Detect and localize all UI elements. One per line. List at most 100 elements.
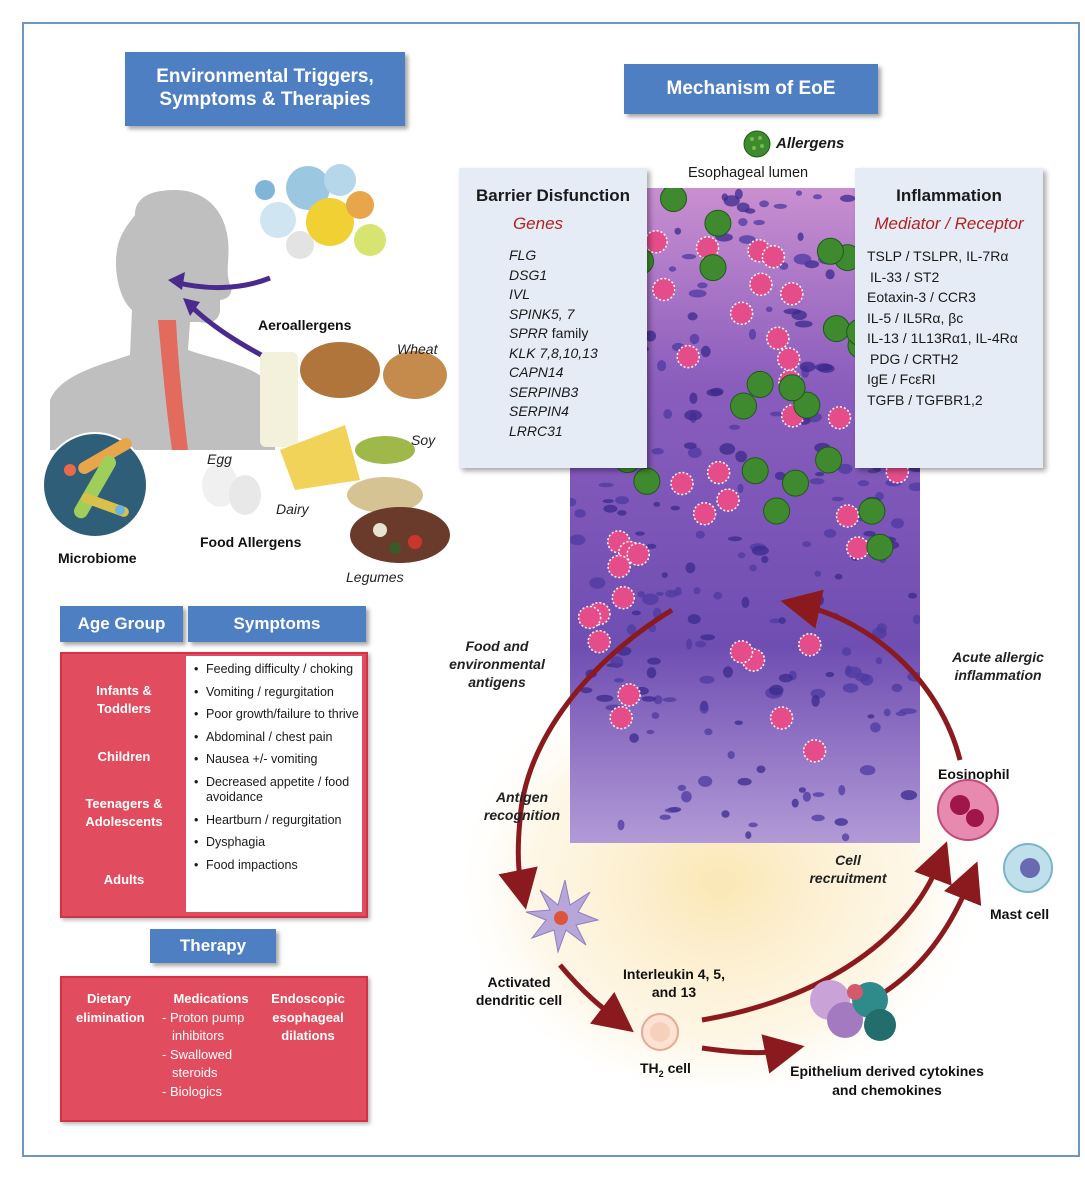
gene-list: FLG DSG1 IVL SPINK5, 7 SPRR family KLK 7… bbox=[459, 246, 647, 441]
aeroallergen-arrow bbox=[174, 275, 271, 291]
inflammation-subtitle: Mediator / Receptor bbox=[874, 214, 1024, 233]
tissue-eosinophil bbox=[780, 282, 804, 306]
tissue-nucleus bbox=[687, 614, 701, 625]
tissue-nucleus bbox=[795, 190, 803, 196]
tissue-nucleus bbox=[734, 188, 743, 200]
mediator-item: IgE / FcεRI bbox=[867, 371, 936, 387]
tissue-nucleus bbox=[603, 504, 618, 513]
tissue-nucleus bbox=[681, 791, 692, 803]
tissue-nucleus bbox=[863, 530, 876, 537]
tissue-nucleus bbox=[875, 657, 883, 665]
tissue-nucleus bbox=[841, 833, 850, 842]
tissue-nucleus bbox=[737, 483, 744, 493]
inflammation-panel: Inflammation Mediator / Receptor TSLP / … bbox=[855, 168, 1043, 468]
tissue-nucleus bbox=[637, 591, 645, 598]
medications-list: - Proton pump inhibitors - Swallowed ste… bbox=[162, 1009, 260, 1102]
legumes-label: Legumes bbox=[346, 569, 404, 585]
symptom-item: Food impactions bbox=[194, 858, 362, 874]
tissue-nucleus bbox=[665, 589, 678, 598]
dendritic-cell-graphic bbox=[525, 879, 600, 954]
tissue-nucleus bbox=[841, 647, 852, 656]
eosinophil-to-tissue-arrow bbox=[780, 589, 963, 761]
tissue-nucleus bbox=[838, 785, 846, 796]
tissue-nucleus bbox=[699, 702, 709, 714]
tissue-nucleus bbox=[574, 509, 586, 518]
wheat-label: Wheat bbox=[397, 341, 438, 357]
age-group-header-text: Age Group bbox=[77, 613, 166, 633]
food-allergens-label: Food Allergens bbox=[200, 534, 302, 550]
mediator-item: IL-5 / IL5Rα, βc bbox=[867, 309, 964, 326]
tissue-nucleus bbox=[695, 530, 705, 539]
tissue-allergen bbox=[730, 392, 757, 420]
antigen-recognition-label: Antigen recognition bbox=[483, 789, 561, 824]
tissue-nucleus bbox=[867, 469, 879, 474]
tissue-nucleus bbox=[646, 543, 657, 549]
symptoms-list-box: Feeding difficulty / choking Vomiting / … bbox=[186, 656, 362, 912]
tissue-nucleus bbox=[713, 591, 723, 600]
symptom-item: Nausea +/- vomiting bbox=[194, 752, 362, 768]
tissue-nucleus bbox=[912, 614, 920, 625]
tissue-nucleus bbox=[729, 424, 741, 430]
tissue-nucleus bbox=[655, 591, 664, 596]
therapy-medications: Medications - Proton pump inhibitors - S… bbox=[162, 990, 260, 1101]
symptom-item: Vomiting / regurgitation bbox=[194, 685, 362, 701]
tissue-nucleus bbox=[769, 411, 784, 417]
tissue-nucleus bbox=[662, 697, 677, 702]
tissue-eosinophil bbox=[827, 406, 852, 430]
tissue-eosinophil bbox=[644, 230, 668, 254]
symptoms-header-text: Symptoms bbox=[233, 613, 321, 633]
therapy-box: Dietary elimination Medications - Proton… bbox=[60, 976, 368, 1122]
tissue-eosinophil bbox=[652, 277, 676, 302]
tissue-nucleus bbox=[693, 587, 701, 595]
aeroallergens-label: Aeroallergens bbox=[258, 317, 352, 333]
tissue-nucleus bbox=[580, 687, 593, 694]
tissue-eosinophil bbox=[577, 605, 602, 630]
symptom-item: Heartburn / regurgitation bbox=[194, 813, 362, 829]
tissue-nucleus bbox=[769, 618, 782, 624]
tissue-allergen bbox=[793, 391, 821, 419]
tissue-nucleus bbox=[840, 194, 856, 202]
tissue-allergen bbox=[866, 533, 894, 561]
gene-item: IVL bbox=[509, 286, 531, 302]
esophageal-lumen-label: Esophageal lumen bbox=[688, 165, 809, 181]
therapy-header: Therapy bbox=[150, 929, 276, 963]
tissue-nucleus bbox=[834, 573, 843, 580]
tissue-eosinophil bbox=[761, 244, 786, 269]
gene-sprr: SPRR bbox=[509, 325, 548, 341]
acute-inflammation-label: Acute allergic inflammation bbox=[952, 649, 1044, 684]
soy-label: Soy bbox=[411, 432, 436, 448]
mediator-item: TSLP / TSLPR, IL-7Rα bbox=[867, 248, 1009, 264]
gene-item: LRRC31 bbox=[509, 422, 563, 439]
tissue-nucleus bbox=[727, 751, 735, 759]
tissue-nucleus bbox=[798, 787, 806, 793]
tissue-allergen bbox=[699, 254, 727, 282]
tissue-allergen bbox=[741, 457, 769, 485]
tissue-nucleus bbox=[646, 667, 657, 679]
tissue-eosinophil bbox=[798, 632, 822, 657]
gene-item: DSG1 bbox=[509, 266, 548, 283]
tissue-eosinophil bbox=[729, 640, 754, 664]
tissue-nucleus bbox=[908, 592, 917, 599]
tissue-nucleus bbox=[899, 708, 917, 714]
esophagus-shape bbox=[158, 320, 188, 450]
tissue-nucleus bbox=[778, 673, 793, 683]
tissue-nucleus bbox=[615, 496, 629, 505]
tissue-nucleus bbox=[845, 665, 852, 675]
tissue-nucleus bbox=[802, 541, 812, 548]
symptoms-table: Infants & Toddlers Children Teenagers & … bbox=[60, 652, 368, 918]
tissue-nucleus bbox=[773, 203, 787, 209]
tissue-nucleus bbox=[683, 442, 697, 449]
tissue-nucleus bbox=[753, 219, 765, 226]
tissue-nucleus bbox=[687, 447, 702, 458]
tissue-nucleus bbox=[647, 657, 661, 665]
therapy-dietary: Dietary elimination bbox=[76, 991, 145, 1025]
tissue-nucleus bbox=[738, 218, 748, 227]
epithelium-label: Epithelium derived cytokines and chemoki… bbox=[790, 1063, 984, 1098]
mast-cell-label: Mast cell bbox=[990, 906, 1050, 922]
barrier-subtitle: Genes bbox=[512, 214, 564, 233]
tissue-nucleus bbox=[674, 227, 682, 235]
tissue-nucleus bbox=[883, 708, 891, 717]
th2-to-epithelium-arrow bbox=[701, 1034, 805, 1074]
right-title-text: Mechanism of EoE bbox=[666, 77, 836, 99]
tissue-eosinophil bbox=[670, 471, 694, 496]
